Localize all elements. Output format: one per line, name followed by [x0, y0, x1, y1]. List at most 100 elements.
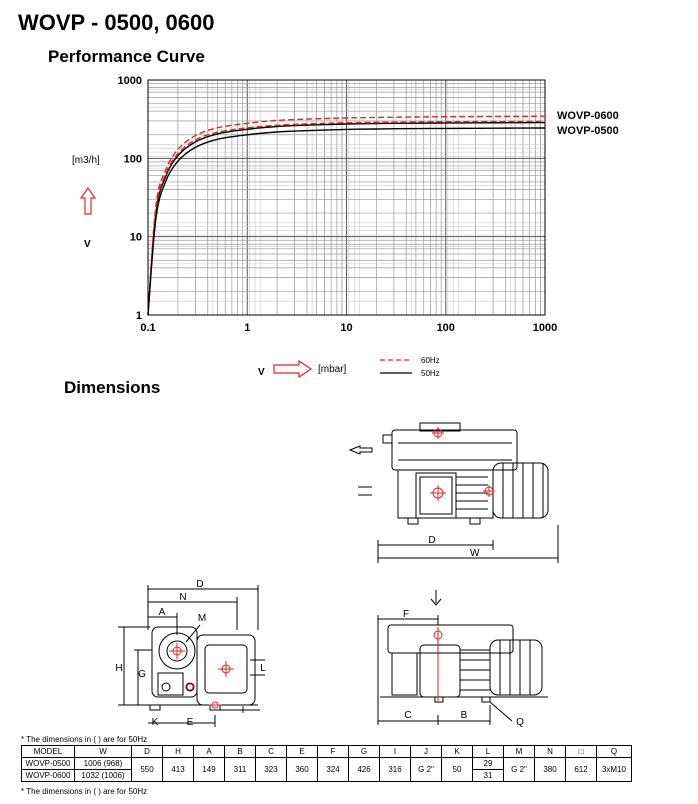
- front-dim-h: G: [138, 669, 146, 680]
- dimension-table: MODEL W D H A B C E F G I J K L M N □ Q …: [21, 745, 632, 782]
- table-header: J: [410, 745, 442, 758]
- table-cell-model: WOVP-0600: [21, 769, 75, 782]
- top-dim-d: D: [428, 535, 435, 546]
- front-dim-n: N: [179, 592, 186, 603]
- front-dim-m: M: [198, 613, 206, 624]
- side-dim-f: F: [403, 609, 409, 620]
- table-row: WOVP-0500 1006 (968) 550 413 149 311 323…: [21, 757, 632, 782]
- front-dim-a: A: [159, 607, 166, 618]
- dimensions-title: Dimensions: [64, 378, 161, 397]
- performance-title: Performance Curve: [48, 47, 205, 66]
- table-cell-m: G 2": [503, 757, 535, 782]
- front-view-drawing: [118, 585, 265, 727]
- table-header: D: [131, 745, 163, 758]
- side-dim-c: C: [404, 710, 411, 721]
- plot-frame: [147, 79, 546, 316]
- y-tick-label: 100: [124, 153, 142, 165]
- table-note-top: * The dimensions in ( ) are for 50Hz: [21, 735, 148, 744]
- inlet-arrow-icon: [430, 590, 442, 606]
- page-title: WOVP - 0500, 0600: [18, 10, 215, 35]
- table-cell-a: 149: [193, 757, 225, 782]
- table-cell-w: 1006 (968): [74, 757, 132, 770]
- table-header: M: [503, 745, 535, 758]
- table-header: H: [162, 745, 194, 758]
- x-axis-letter: V: [258, 367, 265, 378]
- table-header: N: [534, 745, 566, 758]
- front-dim-l: L: [260, 663, 266, 674]
- front-dim-e: E: [187, 717, 194, 728]
- exhaust-arrow-icon: [348, 445, 373, 455]
- series-line: [147, 120, 546, 316]
- x-tick-label: 0.1: [140, 322, 155, 334]
- table-cell-g: 426: [348, 757, 380, 782]
- table-cell-model: WOVP-0500: [21, 757, 75, 770]
- table-header: G: [348, 745, 380, 758]
- front-dim-d: D: [196, 579, 203, 590]
- y-tick-label: 10: [130, 232, 142, 244]
- dimension-drawings: D W D: [115, 422, 559, 728]
- table-header: K: [441, 745, 473, 758]
- table-header: E: [286, 745, 318, 758]
- table-cell-l: 29: [472, 757, 504, 770]
- table-header: C: [255, 745, 287, 758]
- series-line: [147, 115, 546, 316]
- table-cell-b: 311: [224, 757, 256, 782]
- x-tick-label: 1: [244, 322, 250, 334]
- table-cell-e: 360: [286, 757, 318, 782]
- y-axis-letter: V: [84, 239, 91, 250]
- x-tick-label: 10: [340, 322, 352, 334]
- table-header: A: [193, 745, 225, 758]
- side-dim-q: Q: [516, 717, 524, 728]
- front-dim-i: I: [242, 705, 245, 716]
- table-cell-d: 550: [131, 757, 163, 782]
- table-header: B: [224, 745, 256, 758]
- table-header-row: MODEL W D H A B C E F G I J K L M N □ Q: [21, 745, 632, 758]
- table-header: W: [74, 745, 132, 758]
- table-header: MODEL: [21, 745, 75, 758]
- table-cell-h: 413: [162, 757, 194, 782]
- front-view-centers: [169, 643, 234, 709]
- chart-grid: [147, 79, 546, 316]
- table-cell-w: 1032 (1006): [74, 769, 132, 782]
- side-view-drawing: [377, 590, 548, 725]
- table-header: Q: [596, 745, 632, 758]
- table-header: L: [472, 745, 504, 758]
- curve-label-0600: WOVP-0600: [557, 110, 619, 122]
- table-cell-l: 31: [472, 769, 504, 782]
- top-dim-w: W: [470, 548, 480, 559]
- table-cell-f: 324: [317, 757, 349, 782]
- table-cell-n: 380: [534, 757, 566, 782]
- x-tick-label: 100: [437, 322, 455, 334]
- arrow-right-icon: [273, 359, 313, 379]
- table-header: □: [565, 745, 597, 758]
- legend-60hz-label: 60Hz: [421, 356, 440, 365]
- table-cell-k: 50: [441, 757, 473, 782]
- series-line: [147, 121, 546, 316]
- top-view-drawing: [348, 422, 559, 563]
- table-header: I: [379, 745, 411, 758]
- side-view-centers: [433, 627, 443, 701]
- front-dim-g: H: [115, 663, 122, 674]
- series-line: [147, 127, 546, 316]
- table-header: F: [317, 745, 349, 758]
- chart-curves: [147, 115, 546, 316]
- front-dim-k: K: [152, 717, 159, 728]
- table-cell-c: 323: [255, 757, 287, 782]
- table-cell-i: 316: [379, 757, 411, 782]
- x-unit-label: [mbar]: [318, 364, 347, 375]
- table-cell-j: G 2": [410, 757, 442, 782]
- side-dim-b: B: [461, 710, 468, 721]
- table-row: WOVP-0600 1032 (1006) 31: [21, 769, 632, 782]
- curve-label-0500: WOVP-0500: [557, 125, 619, 137]
- table-cell-q: 3xM10: [596, 757, 632, 782]
- table-cell-square: 612: [565, 757, 597, 782]
- arrow-up-icon: [79, 186, 97, 215]
- y-unit-label: [m3/h]: [72, 155, 100, 166]
- y-tick-label: 1: [136, 310, 142, 322]
- legend-50hz-label: 50Hz: [421, 369, 440, 378]
- table-note-bottom: * The dimensions in ( ) are for 50Hz: [21, 787, 148, 796]
- top-view-centers: [430, 427, 495, 501]
- x-tick-label: 1000: [533, 322, 557, 334]
